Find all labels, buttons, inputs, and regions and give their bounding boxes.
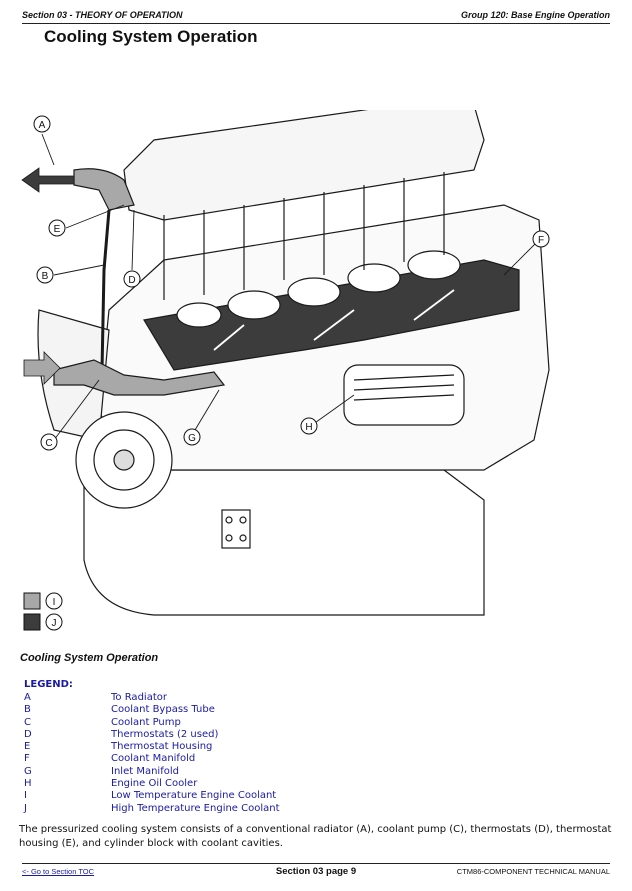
- coolant-pump-inlet: [53, 359, 226, 396]
- legend-key: I: [24, 790, 27, 802]
- legend-key: J: [24, 802, 27, 814]
- svg-text:H: H: [305, 422, 312, 433]
- legend-row: H Engine Oil Cooler: [24, 778, 584, 790]
- legend: LEGEND: A To Radiator B Coolant Bypass Tub…: [24, 679, 584, 815]
- legend-key: B: [24, 704, 31, 716]
- legend-label: Thermostats (2 used): [111, 728, 219, 740]
- legend-key: F: [24, 753, 30, 765]
- oil-pan: [83, 438, 485, 616]
- svg-text:C: C: [45, 438, 52, 449]
- callout-g: G: [183, 428, 201, 446]
- page-footer: <- Go to Section TOC Section 03 page 9 C…: [22, 863, 610, 883]
- body-paragraph: The pressurized cooling system consists …: [19, 824, 612, 849]
- legend-row: G Inlet Manifold: [24, 766, 584, 778]
- svg-text:A: A: [39, 120, 46, 131]
- legend-key: H: [24, 778, 32, 790]
- legend-label: Coolant Bypass Tube: [111, 704, 215, 716]
- legend-row: B Coolant Bypass Tube: [24, 704, 584, 716]
- svg-text:B: B: [42, 271, 49, 282]
- page-number: Section 03 page 9: [275, 866, 357, 877]
- svg-text:E: E: [54, 224, 61, 235]
- callout-h: H: [300, 417, 318, 435]
- legend-key: E: [24, 741, 31, 753]
- legend-row: C Coolant Pump: [24, 717, 584, 729]
- inlet-arrow: [23, 351, 61, 385]
- legend-label: Thermostat Housing: [111, 741, 213, 753]
- legend-label: Low Temperature Engine Coolant: [111, 790, 277, 802]
- engine-cooling-diagram: A E B D F C G H I J: [21, 110, 550, 631]
- legend-row: E Thermostat Housing: [24, 741, 584, 753]
- legend-title: LEGEND:: [24, 679, 73, 690]
- legend-row: A To Radiator: [24, 692, 584, 704]
- header-rule: [22, 23, 610, 24]
- callout-b: B: [36, 266, 54, 284]
- legend-row: I Low Temperature Engine Coolant: [24, 790, 584, 802]
- svg-text:F: F: [538, 235, 544, 246]
- section-toc-link[interactable]: <- Go to Section TOC: [22, 867, 95, 876]
- key-swatch-high-temp: [23, 613, 41, 631]
- key-swatch-low-temp: [23, 592, 41, 610]
- page-title: Cooling System Operation: [44, 27, 258, 46]
- footer-rule: [22, 863, 610, 864]
- color-key: I J: [23, 592, 63, 631]
- header-section: Section 03 - THEORY OF OPERATION: [22, 10, 183, 20]
- manual-name: CTM86-COMPONENT TECHNICAL MANUAL: [456, 867, 610, 876]
- legend-row: J High Temperature Engine Coolant: [24, 803, 584, 815]
- callout-c: C: [40, 433, 58, 451]
- svg-text:G: G: [188, 433, 196, 444]
- svg-text:I: I: [53, 597, 56, 608]
- callout-e: E: [48, 219, 66, 237]
- legend-label: To Radiator: [111, 692, 167, 703]
- legend-row: F Coolant Manifold: [24, 753, 584, 765]
- legend-key: D: [24, 728, 32, 740]
- bypass-tube: [100, 209, 111, 371]
- coolant-manifold-shape: [143, 259, 520, 371]
- legend-label: High Temperature Engine Coolant: [111, 802, 280, 814]
- legend-label: Coolant Pump: [111, 716, 181, 728]
- legend-key: C: [24, 716, 31, 728]
- svg-text:J: J: [52, 618, 57, 629]
- engine-oil-cooler: [343, 364, 465, 426]
- cylinder-head: [123, 110, 485, 221]
- thermostat-housing: [73, 168, 135, 211]
- legend-row: D Thermostats (2 used): [24, 729, 584, 741]
- callout-a: A: [33, 115, 51, 133]
- legend-key: A: [24, 692, 31, 703]
- callout-f: F: [532, 230, 550, 248]
- header-group: Group 120: Base Engine Operation: [460, 10, 610, 20]
- callout-d: D: [123, 270, 141, 288]
- legend-label: Coolant Manifold: [111, 753, 196, 765]
- svg-text:D: D: [128, 275, 135, 286]
- to-radiator-arrow: [21, 167, 75, 193]
- page-header: Section 03 - THEORY OF OPERATION Group 1…: [22, 10, 610, 26]
- figure-caption: Cooling System Operation: [20, 652, 159, 664]
- legend-key: G: [24, 765, 32, 777]
- legend-label: Inlet Manifold: [111, 765, 179, 777]
- legend-label: Engine Oil Cooler: [111, 778, 198, 790]
